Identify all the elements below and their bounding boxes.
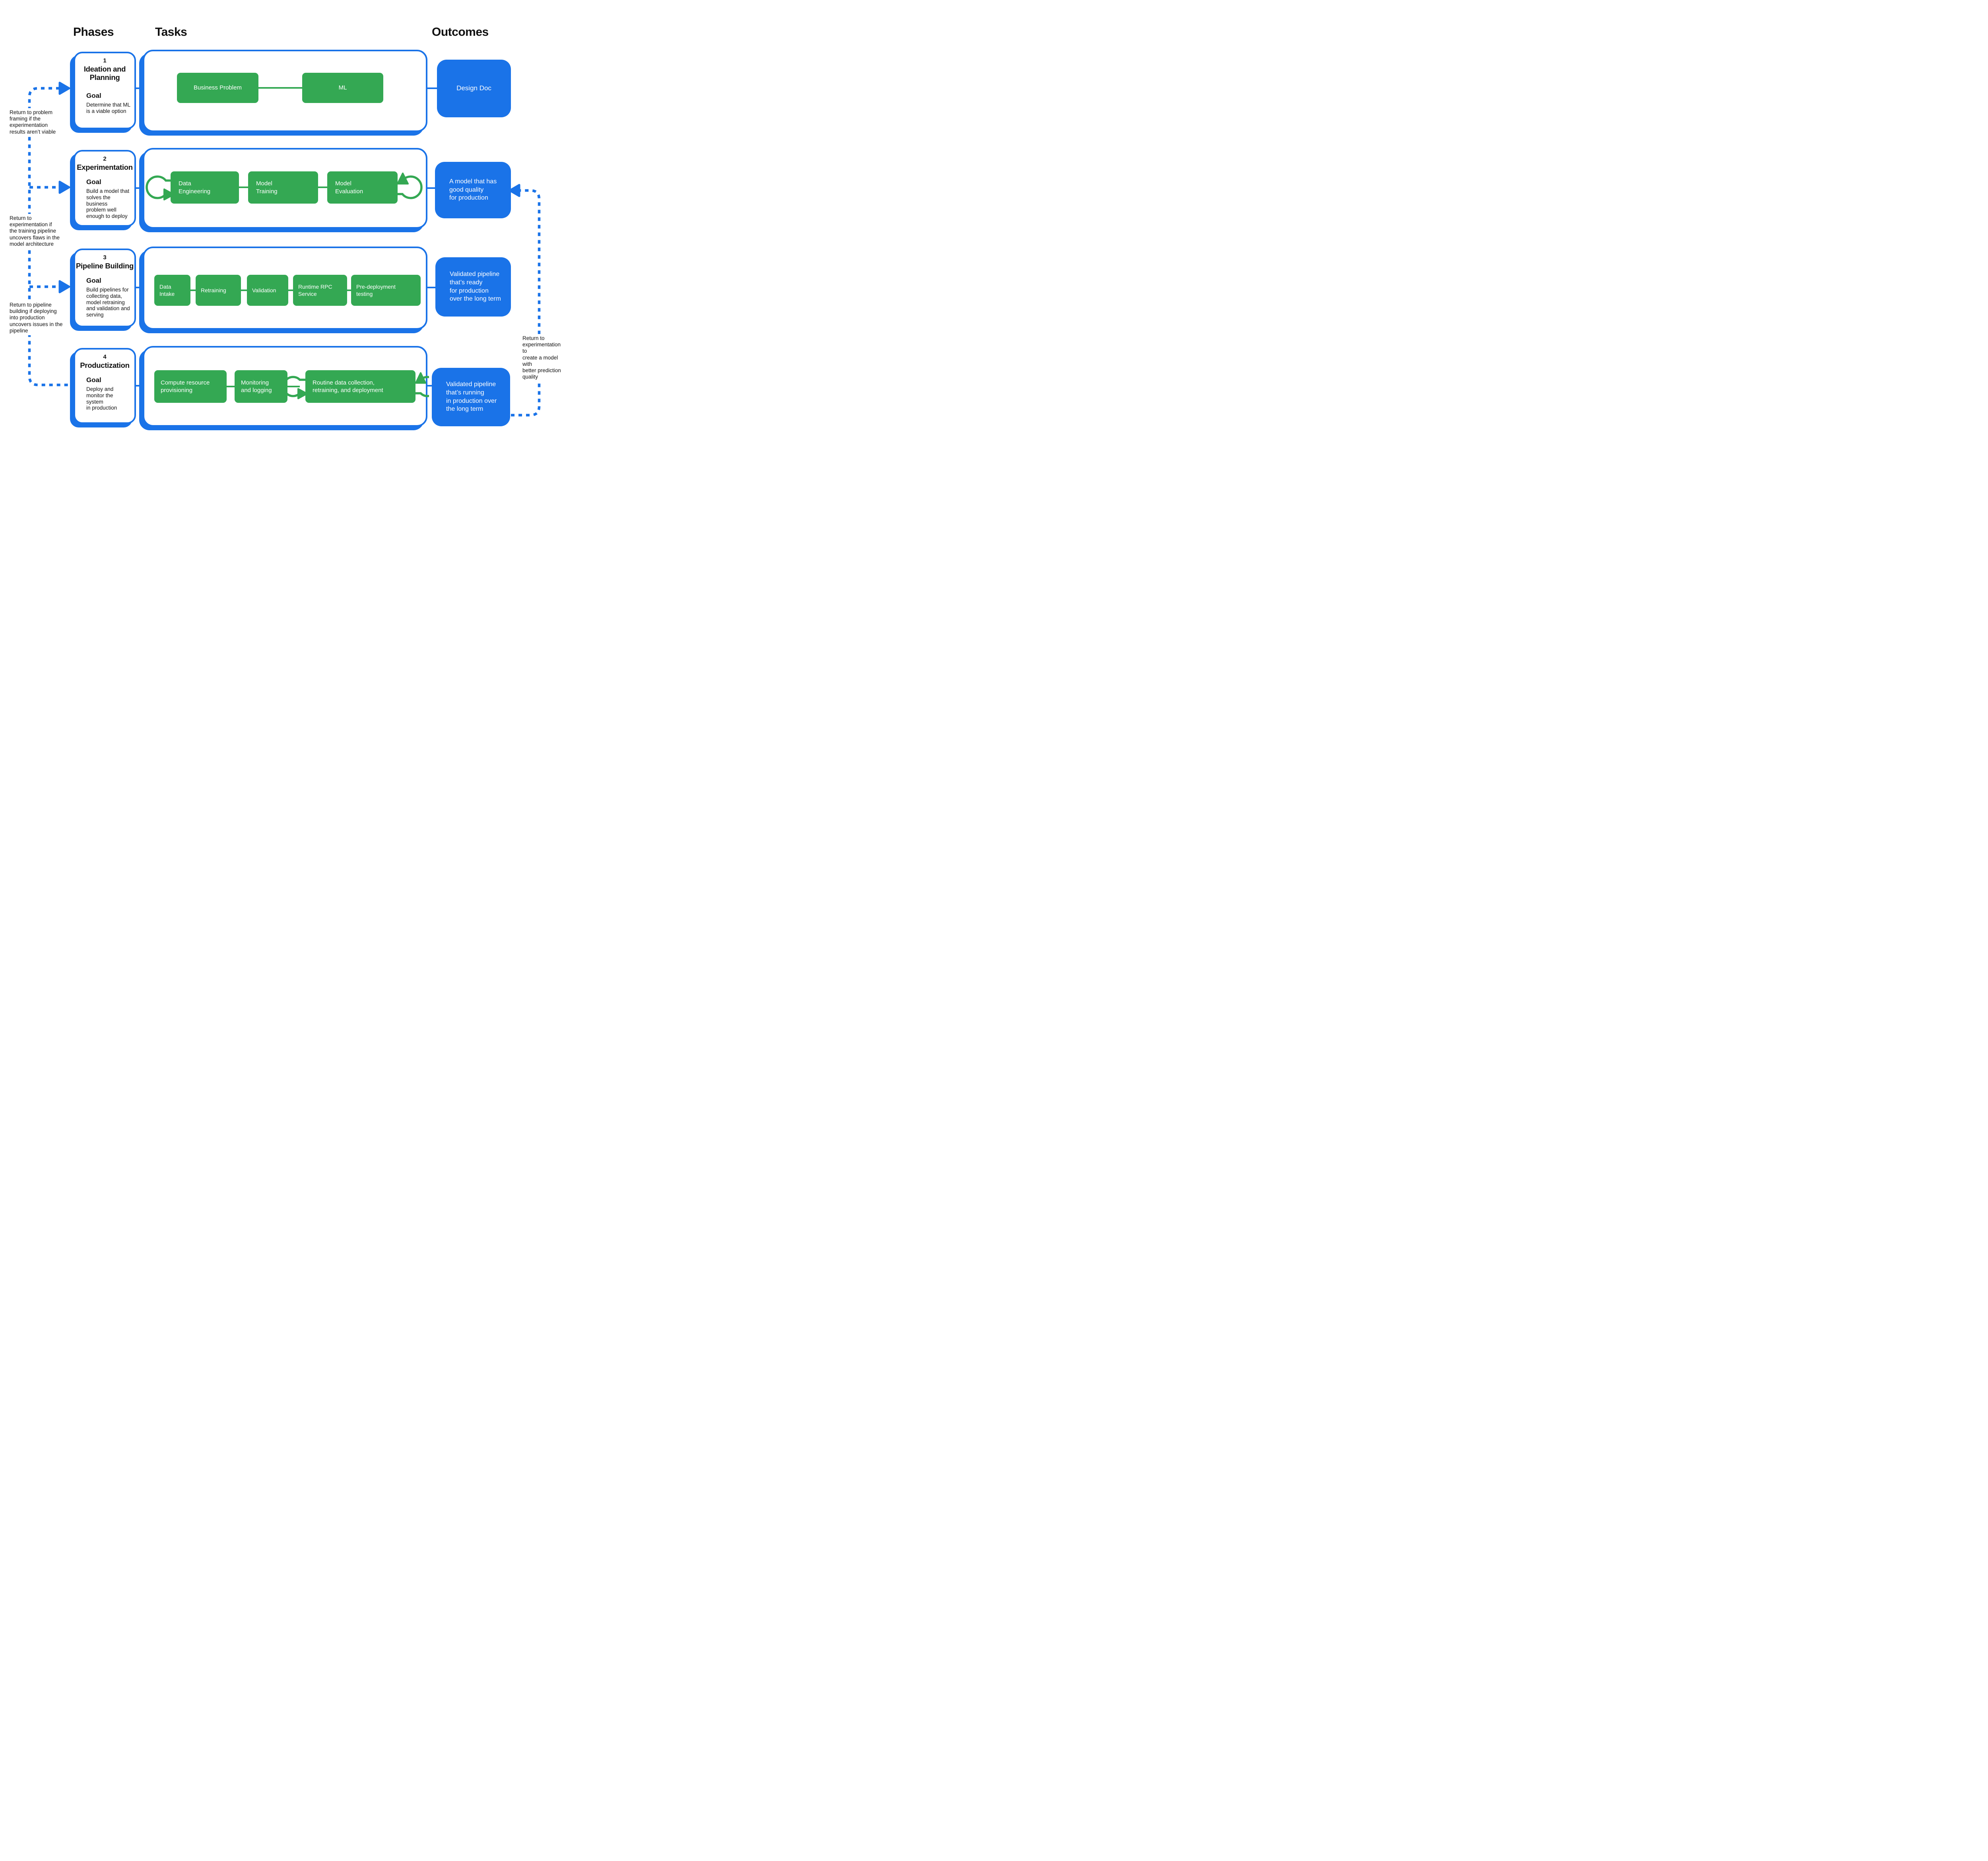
- connector-phase4-tasks: [135, 385, 144, 387]
- arrowhead-to-ideation-icon: [58, 82, 70, 95]
- task-connector: [241, 289, 247, 291]
- phase-card-productization: 4 Productization Goal Deploy and monitor…: [74, 348, 136, 424]
- connector-tasks3-outcome: [427, 287, 436, 288]
- goal-label: Goal: [86, 92, 101, 100]
- phase-card-ideation-and-planning: 1 Ideation and Planning Goal Determine t…: [74, 52, 136, 129]
- phase-number: 3: [103, 254, 107, 261]
- connector-phase1-tasks: [135, 87, 144, 89]
- task-model-evaluation: Model Evaluation: [327, 171, 398, 204]
- arrowhead-to-model-outcome-icon: [509, 184, 520, 197]
- annotation-return-to-pipeline-building: Return to pipeline building if deploying…: [8, 301, 64, 335]
- phase-number: 4: [103, 354, 107, 360]
- task-connector: [287, 386, 300, 387]
- annotation-return-to-experimentation: Return to experimentation if the trainin…: [8, 214, 62, 249]
- annotation-return-to-problem-framing: Return to problem framing if the experim…: [8, 108, 58, 136]
- goal-label: Goal: [86, 276, 101, 284]
- connector-tasks2-outcome: [427, 187, 436, 189]
- phase-number: 1: [103, 57, 107, 64]
- task-data-engineering: Data Engineering: [171, 171, 239, 204]
- task-monitoring-and-logging: Monitoring and logging: [235, 370, 287, 403]
- task-connector: [227, 386, 235, 387]
- task-retraining: Retraining: [196, 275, 241, 306]
- loop-left-arrowhead-icon: [163, 188, 175, 200]
- goal-text: Deploy and monitor the system in product…: [86, 386, 117, 411]
- task-business-problem: Business Problem: [177, 73, 258, 103]
- tasks-column-header: Tasks: [155, 25, 187, 39]
- goal-label: Goal: [86, 178, 101, 186]
- right-feedback-rail: [511, 189, 541, 417]
- phase-title: Productization: [80, 361, 130, 369]
- tasks-container-row4: Compute resource provisioning Monitoring…: [143, 346, 429, 427]
- outcome-validated-pipeline-ready: Validated pipeline that’s ready for prod…: [435, 257, 511, 317]
- task-routine-data-collection: Routine data collection, retraining, and…: [305, 370, 415, 403]
- phase-card-pipeline-building: 3 Pipeline Building Goal Build pipelines…: [74, 249, 136, 327]
- phase-title: Ideation and Planning: [83, 65, 126, 82]
- phase-title: Experimentation: [77, 163, 133, 171]
- goal-text: Determine that ML is a viable option: [86, 102, 131, 115]
- task-connector: [239, 186, 248, 188]
- annotation-return-to-experimentation-quality: Return to experimentation to create a mo…: [521, 334, 564, 382]
- loop-left-arrowhead-icon: [297, 388, 308, 399]
- arrowhead-to-experimentation-icon: [58, 181, 70, 194]
- connector-tasks4-outcome: [427, 385, 433, 387]
- task-connector: [190, 289, 196, 291]
- goal-text: Build a model that solves the business p…: [86, 188, 130, 220]
- task-connector: [288, 289, 293, 291]
- task-ml: ML: [302, 73, 383, 103]
- task-compute-resource-provisioning: Compute resource provisioning: [154, 370, 227, 403]
- loop-left-arc: [146, 175, 171, 199]
- phase-card-experimentation: 2 Experimentation Goal Build a model tha…: [74, 150, 136, 227]
- arrowhead-to-pipeline-building-icon: [58, 280, 70, 293]
- connector-phase3-tasks: [135, 287, 144, 288]
- outcome-quality-model: A model that has good quality for produc…: [435, 162, 511, 218]
- tasks-container-row3: Data Intake Retraining Validation Runtim…: [143, 247, 427, 330]
- connector-phase2-tasks: [135, 187, 144, 189]
- experimentation-loop-layer: [146, 173, 423, 200]
- phase-title: Pipeline Building: [76, 262, 134, 270]
- loop-right-arc: [397, 175, 423, 199]
- loop-right-arrowhead-icon: [397, 173, 409, 185]
- task-connector: [258, 87, 302, 89]
- goal-label: Goal: [86, 376, 101, 384]
- task-connector: [318, 186, 327, 188]
- outcome-validated-pipeline-running: Validated pipeline that’s running in pro…: [432, 368, 510, 426]
- loop-right-arc: [414, 376, 429, 397]
- tasks-container-row2: Data Engineering Model Training Model Ev…: [143, 148, 427, 229]
- phases-column-header: Phases: [73, 25, 114, 39]
- goal-text: Build pipelines for collecting data, mod…: [86, 286, 130, 318]
- task-data-intake: Data Intake: [154, 275, 190, 306]
- outcome-design-doc: Design Doc: [437, 60, 511, 117]
- task-validation: Validation: [247, 275, 288, 306]
- mlops-phases-diagram: Phases Tasks Outcomes Return to problem …: [0, 0, 564, 465]
- loop-right-arrowhead-icon: [415, 372, 426, 384]
- task-connector: [347, 289, 351, 291]
- task-pre-deployment-testing: Pre-deployment testing: [351, 275, 421, 306]
- tasks-container-row1: Business Problem ML: [143, 50, 427, 132]
- outcomes-column-header: Outcomes: [432, 25, 489, 39]
- task-runtime-rpc-service: Runtime RPC Service: [293, 275, 347, 306]
- connector-tasks1-outcome: [427, 87, 438, 89]
- phase-number: 2: [103, 155, 107, 162]
- task-model-training: Model Training: [248, 171, 318, 204]
